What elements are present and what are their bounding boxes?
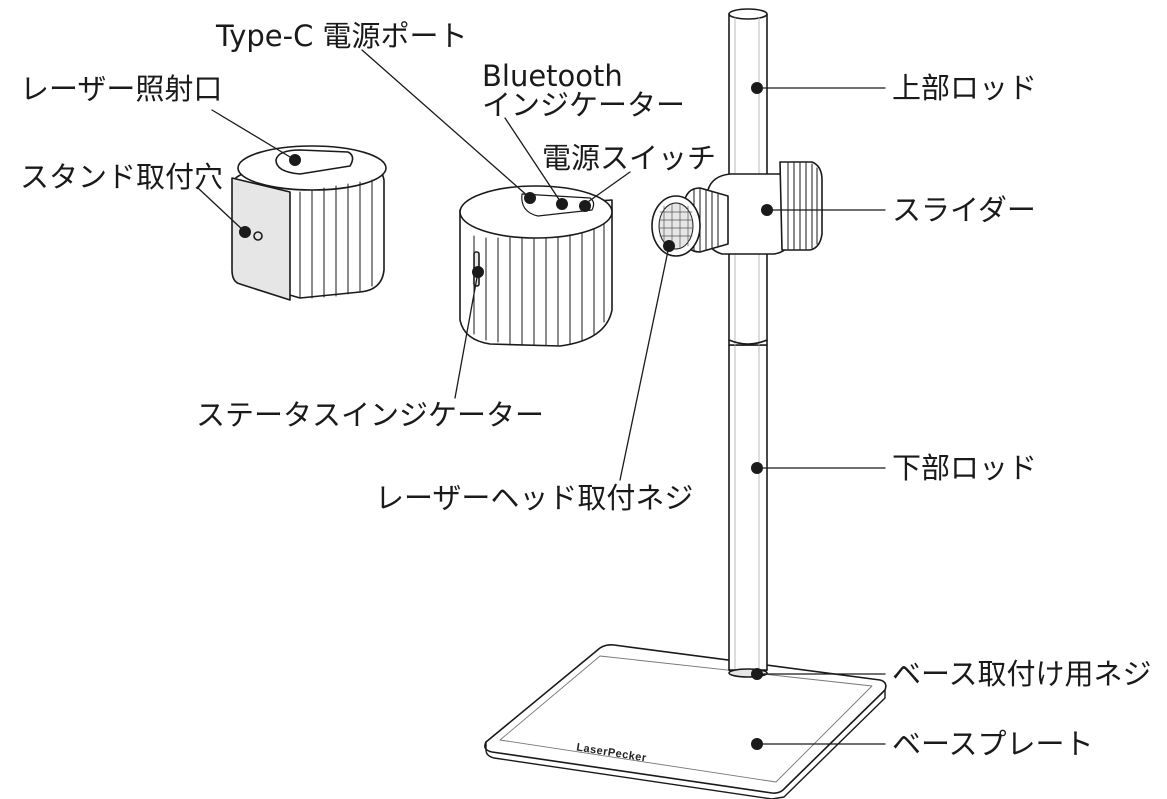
label-upper-rod: 上部ロッド xyxy=(892,71,1038,105)
stand-mount-unit xyxy=(231,145,387,301)
label-lower-rod: 下部ロッド xyxy=(892,451,1038,485)
base-plate xyxy=(484,644,887,799)
label-bluetooth-indicator-line2: インジケーター xyxy=(482,88,686,122)
lower-rod xyxy=(728,344,768,678)
leader-lines xyxy=(197,49,886,745)
label-status-indicator: ステータスインジケーター xyxy=(196,398,545,432)
label-bluetooth-indicator: Bluetooth インジケーター xyxy=(482,62,685,120)
label-base-plate: ベースプレート xyxy=(892,727,1094,761)
label-base-mount-screw: ベース取付け用ネジ xyxy=(892,657,1152,691)
laser-head-unit xyxy=(459,185,613,347)
callout-dots xyxy=(239,82,773,750)
label-power-switch: 電源スイッチ xyxy=(542,141,717,175)
label-laser-emitter: レーザー照射口 xyxy=(20,72,223,106)
slider xyxy=(651,161,823,257)
label-type-c-port: Type-C 電源ポート xyxy=(216,19,468,53)
label-bluetooth-indicator-line1: Bluetooth xyxy=(482,59,623,93)
label-stand-mount-hole: スタンド取付穴 xyxy=(20,160,224,194)
label-slider: スライダー xyxy=(892,193,1036,227)
label-laser-head-mount-screw: レーザーヘッド取付ネジ xyxy=(375,481,694,515)
